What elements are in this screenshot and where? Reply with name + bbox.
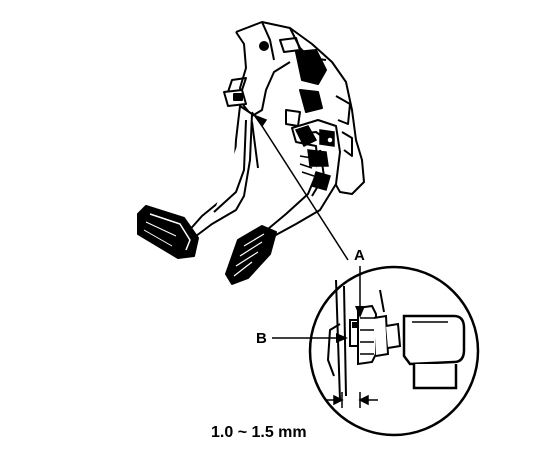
clearance-dimension: [326, 392, 378, 408]
label-b-callout: B: [256, 330, 348, 347]
label-b: B: [256, 330, 267, 347]
leader-line: [251, 111, 349, 261]
left-pedal-arm: [185, 105, 259, 237]
label-a: A: [354, 247, 365, 264]
right-pedal-pad: [225, 225, 277, 285]
detail-magnifier: [308, 265, 480, 437]
label-a-callout: A: [354, 247, 365, 318]
left-pedal-pad: [137, 205, 199, 259]
pedal-linkage: [294, 125, 335, 191]
clearance-label: 1.0 ~ 1.5 mm: [211, 424, 307, 441]
